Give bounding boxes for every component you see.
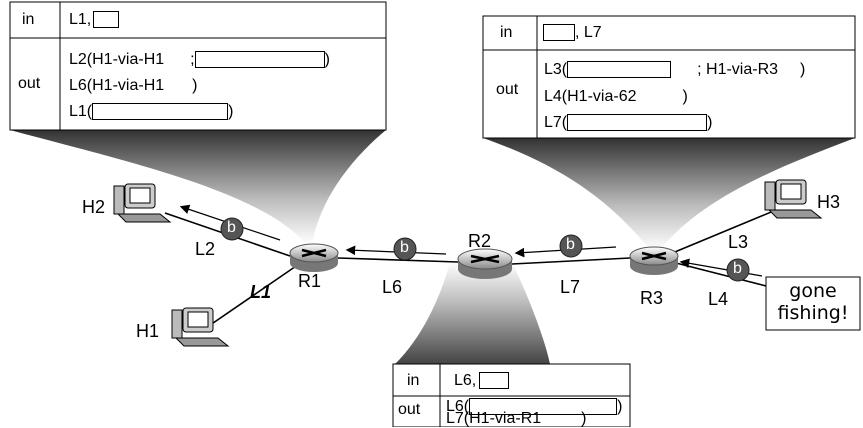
- r1-out-row-1-close: ): [324, 51, 330, 68]
- link-l1-label: L1: [250, 282, 272, 302]
- r2-out-row-2: L7(H1-via-R1): [446, 410, 586, 428]
- r2-in-row: L6,: [454, 372, 510, 390]
- r3-out-row-1-text: L3(: [544, 61, 568, 78]
- r1-out-row-2: L6(H1-via-H1): [69, 77, 197, 95]
- packet-l2: [220, 217, 244, 241]
- router-r3-label: R3: [640, 288, 664, 308]
- link-l7-label: L7: [560, 277, 581, 297]
- r1-out-row-2-close: ): [192, 77, 198, 94]
- arrow-l4: [679, 258, 763, 277]
- r1-in-label: in: [22, 11, 35, 28]
- r2-out-row-1-blank[interactable]: [469, 398, 618, 415]
- link-l4-label: L4: [708, 289, 729, 309]
- packet-l6: [393, 237, 417, 261]
- r3-out-row-2-close: ): [682, 88, 688, 105]
- r2-out-label: out: [398, 401, 421, 418]
- r2-out-row-2-close: ): [581, 410, 587, 427]
- router-r2: [457, 248, 513, 279]
- packet-l4-label: b: [733, 260, 742, 277]
- packet-l7-label: b: [566, 236, 575, 253]
- r3-in-text: , L7: [575, 24, 602, 41]
- r2-in-blank[interactable]: [479, 372, 510, 389]
- r1-funnel: [10, 130, 386, 244]
- r3-in-row: , L7: [543, 24, 602, 42]
- link-l6: [337, 257, 459, 263]
- r3-out-row-2-text: L4(H1-via-62: [544, 88, 637, 105]
- r3-out-row-1: L3( ; H1-via-R3): [544, 61, 805, 79]
- link-l2-label: L2: [195, 239, 216, 259]
- r1-out-row-3-text: L1(: [69, 103, 93, 120]
- r1-out-label: out: [18, 75, 41, 92]
- r3-out-row-3: L7(): [544, 114, 712, 132]
- gone-fishing-note-box: [765, 276, 861, 331]
- link-l3: [669, 209, 777, 255]
- r1-out-row-1-blank[interactable]: [194, 51, 325, 68]
- link-l1: [199, 261, 303, 333]
- host-h1-label: H1: [136, 321, 160, 341]
- r2-out-row-2-text: L7(H1-via-R1: [446, 410, 542, 427]
- r3-out-row-3-close: ): [707, 114, 713, 131]
- r1-out-row-1-text: L2(H1-via-H1: [69, 51, 165, 68]
- r2-out-row-1-close: ): [617, 398, 623, 415]
- packet-l6-label: b: [400, 239, 409, 256]
- router-r1: [289, 243, 339, 272]
- r3-out-row-1-blank[interactable]: [567, 61, 672, 78]
- r3-in-blank[interactable]: [543, 24, 575, 41]
- r2-in-text: L6,: [454, 372, 477, 389]
- r3-funnel: [483, 138, 855, 250]
- r1-in-text: L1,: [69, 11, 92, 28]
- note-line-2: fishing!: [777, 302, 849, 324]
- r3-in-label: in: [500, 24, 513, 41]
- host-h3-label: H3: [817, 192, 841, 212]
- router-r3: [629, 246, 679, 275]
- r2-table-frame: [392, 363, 631, 427]
- router-r2-label: R2: [468, 231, 492, 251]
- host-h1: [171, 307, 230, 347]
- r3-out-row-3-text: L7(: [544, 114, 568, 131]
- gone-fishing-note: gone fishing!: [766, 280, 860, 324]
- r1-out-row-3: L1(): [69, 103, 233, 121]
- packet-l7: [559, 234, 583, 258]
- link-l6-label: L6: [382, 277, 403, 297]
- r3-out-label: out: [496, 81, 519, 98]
- r1-out-row-1: L2(H1-via-H1;): [69, 51, 330, 69]
- host-h3: [764, 179, 823, 219]
- note-line-1: gone: [789, 280, 837, 302]
- host-h2: [113, 183, 172, 223]
- r1-out-row-2-text: L6(H1-via-H1: [69, 77, 165, 94]
- r1-in-row: L1,: [69, 11, 120, 29]
- packet-l4: [726, 258, 750, 282]
- r2-funnel: [395, 262, 550, 364]
- r3-out-row-1-mid: ; H1-via-R3: [697, 61, 779, 78]
- r1-out-row-3-close: ): [228, 103, 234, 120]
- r3-out-row-1-close: ): [800, 61, 806, 78]
- link-l7: [511, 257, 631, 265]
- link-l4: [675, 262, 767, 287]
- host-h2-label: H2: [82, 197, 106, 217]
- r2-out-row-1-text: L6(: [446, 398, 470, 415]
- packets: [220, 217, 750, 282]
- r3-out-row-3-blank[interactable]: [567, 114, 708, 131]
- r1-in-blank[interactable]: [93, 11, 120, 28]
- router-r1-label: R1: [298, 271, 322, 291]
- packet-l2-label: b: [227, 219, 236, 236]
- r1-out-row-1-mid: ;: [190, 51, 195, 68]
- r2-out-row-1: L6(): [446, 398, 622, 416]
- r2-in-label: in: [407, 372, 420, 389]
- r3-out-row-2: L4(H1-via-62): [544, 88, 688, 106]
- r1-out-row-3-blank[interactable]: [92, 103, 229, 120]
- link-l3-label: L3: [728, 232, 749, 252]
